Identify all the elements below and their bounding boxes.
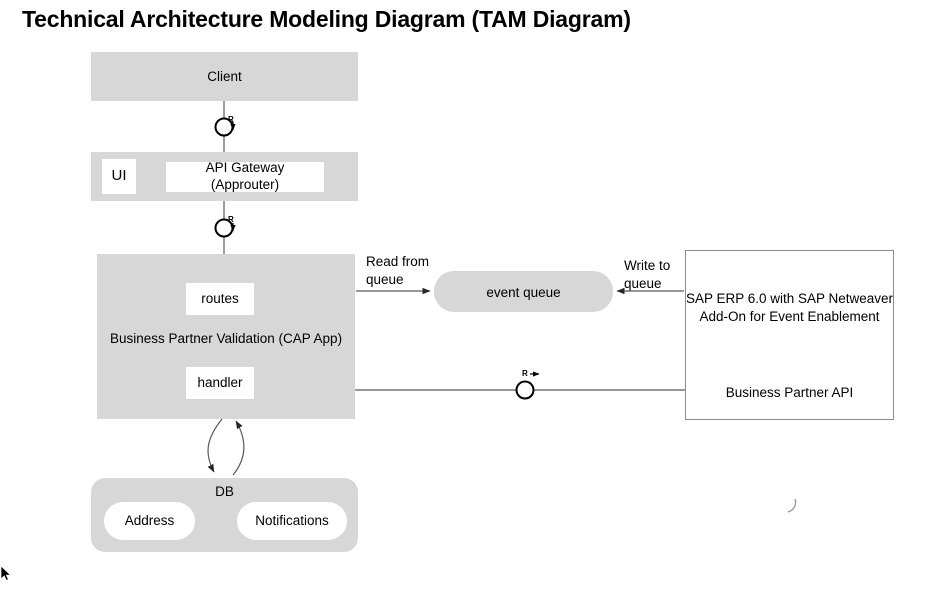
node-client: [91, 52, 358, 101]
node-db-label: DB: [215, 484, 234, 499]
node-db-store-notifications: Notifications: [237, 502, 347, 540]
arrow-cap-to-db-down: [207, 418, 223, 473]
mouse-cursor: [0, 565, 12, 581]
node-api-gateway: API Gateway (Approuter): [166, 160, 324, 192]
node-client-label: Client: [207, 69, 242, 84]
node-business-partner-api-label: Business Partner API: [725, 385, 854, 400]
node-sap-erp-label: SAP ERP 6.0 with SAP Netweaver Add-On fo…: [685, 291, 894, 324]
page-title: Technical Architecture Modeling Diagram …: [22, 6, 631, 32]
port-label-gateway-cap: R: [228, 215, 234, 224]
node-event-queue: [434, 271, 613, 312]
port-label-client-gateway: R: [228, 115, 234, 124]
stray-mark: [787, 498, 797, 513]
label-read-from-queue: Read from queue: [366, 254, 430, 288]
node-db-store-address: Address: [104, 502, 195, 540]
port-label-handler-api: R: [522, 369, 528, 378]
node-event-queue-label: event queue: [486, 285, 561, 300]
node-cap-app-label: Business Partner Validation (CAP App): [109, 331, 343, 346]
port-circle-handler-api: [515, 380, 535, 400]
node-routes: routes: [186, 283, 254, 315]
arrow-db-to-cap-up: [232, 420, 245, 476]
node-handler: handler: [186, 367, 254, 399]
node-sap-erp: [685, 250, 894, 420]
label-write-to-queue: Write to queue: [624, 258, 671, 292]
node-ui: UI: [102, 159, 136, 194]
